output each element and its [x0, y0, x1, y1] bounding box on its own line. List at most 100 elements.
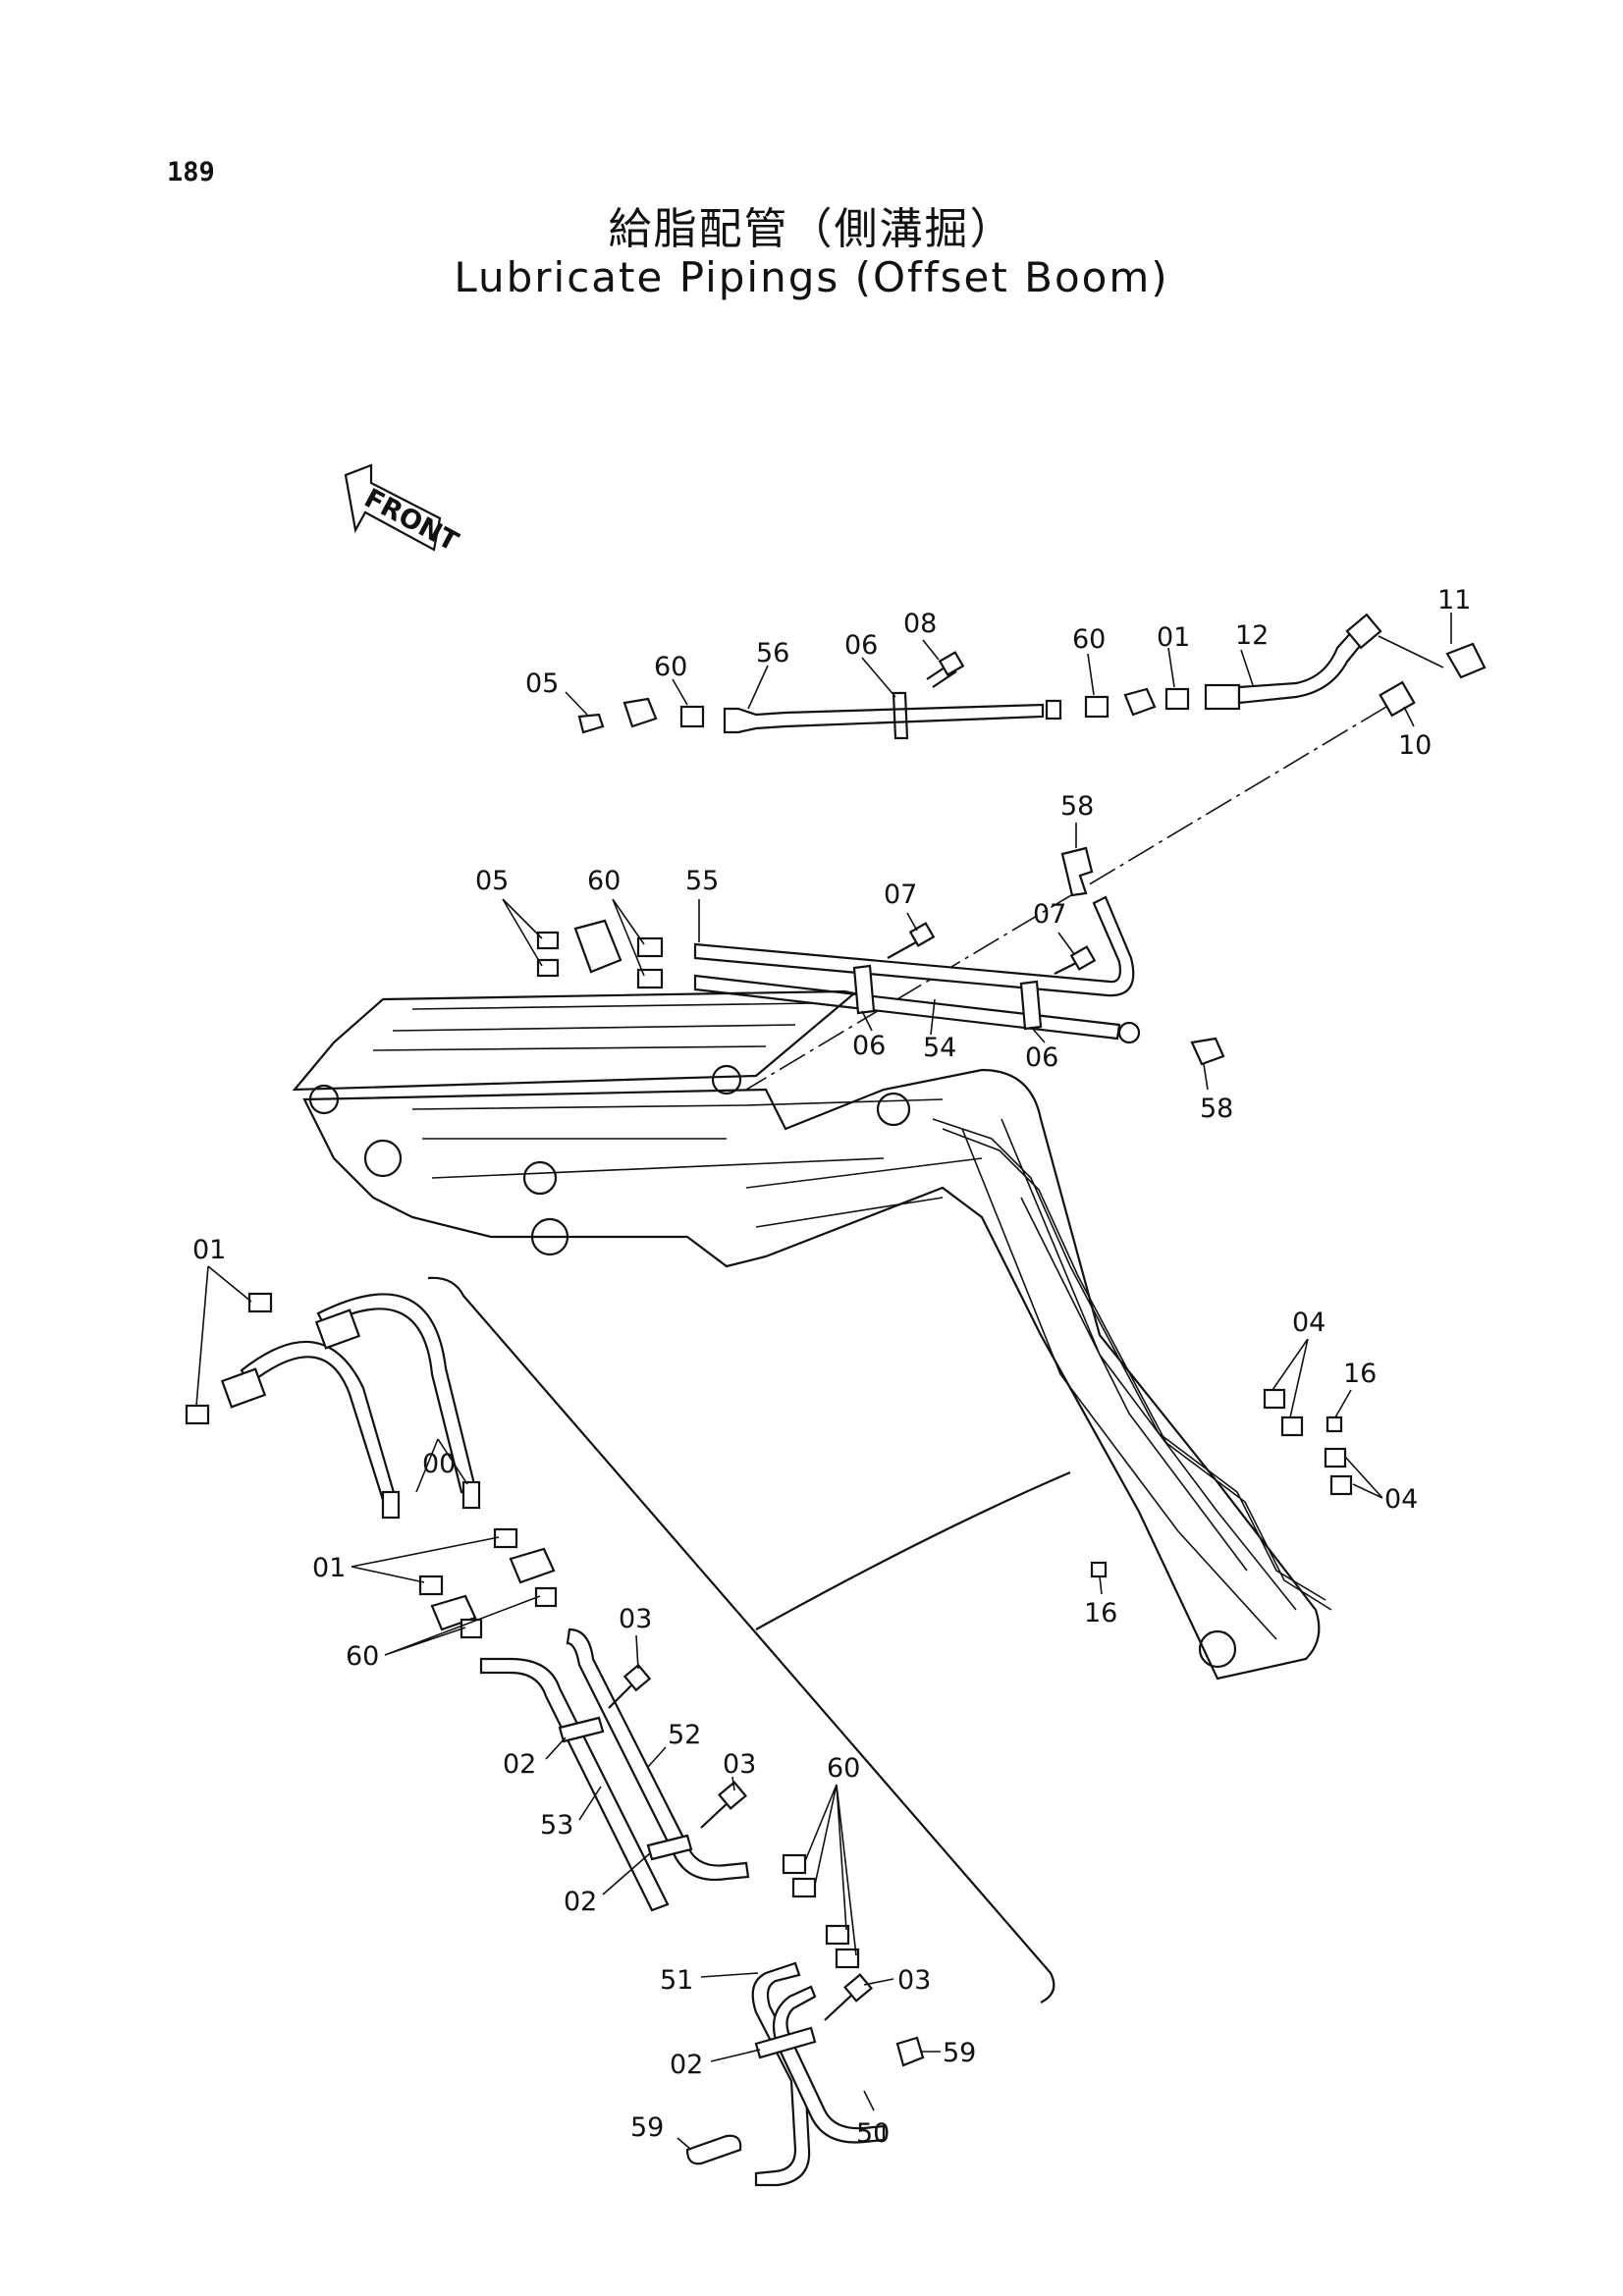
pipe-56 — [723, 703, 1045, 734]
clamp-06-mid-b — [1019, 980, 1043, 1031]
callout-arm-16b: 16 — [1084, 1598, 1117, 1629]
detail-bracket — [427, 1276, 1055, 2003]
block-mid — [573, 919, 622, 974]
callout-det-01a: 01 — [192, 1235, 226, 1265]
elbow-11 — [1445, 642, 1487, 679]
leader-lines — [195, 613, 1452, 2151]
clamp-02-c — [754, 2026, 817, 2059]
callout-top-06: 06 — [844, 630, 878, 661]
fitting-04-b — [1280, 1415, 1304, 1437]
callout-det-02c: 02 — [670, 2050, 703, 2080]
cap-59-a — [685, 2134, 742, 2165]
callout-det-50: 50 — [856, 2118, 890, 2149]
cap-59-b — [895, 2036, 925, 2067]
callout-mid-06b: 06 — [1025, 1042, 1058, 1073]
fitting-01-det-c — [418, 1575, 444, 1596]
callout-top-12: 12 — [1235, 620, 1269, 651]
page-number: 189 — [167, 157, 215, 187]
callout-det-02b: 02 — [564, 1887, 597, 1917]
callout-det-03a: 03 — [619, 1604, 652, 1634]
detail-leader — [755, 1470, 1071, 1630]
page-title-english: Lubricate Pipings (Offset Boom) — [454, 253, 1169, 301]
callout-mid-05: 05 — [475, 866, 509, 896]
fitting-04-c — [1324, 1447, 1347, 1468]
callout-det-01b: 01 — [312, 1553, 346, 1583]
callout-det-53: 53 — [540, 1810, 573, 1841]
callout-mid-58a: 58 — [1060, 791, 1094, 822]
callout-det-52: 52 — [668, 1720, 701, 1750]
nipple-60-det-f — [835, 1948, 860, 1969]
fitting-04-a — [1263, 1388, 1286, 1410]
plug-16-a — [1325, 1415, 1343, 1433]
callout-arm-04b: 04 — [1384, 1484, 1418, 1515]
callout-mid-07b: 07 — [1033, 899, 1066, 930]
callout-det-60a: 60 — [346, 1641, 379, 1672]
nipple-60-top-right — [1084, 695, 1109, 719]
elbow-58-b — [1190, 1037, 1225, 1066]
callout-det-59b: 59 — [630, 2112, 664, 2143]
nipple-60-det-e — [825, 1924, 850, 1946]
callout-top-01: 01 — [1157, 622, 1190, 653]
callout-det-03c: 03 — [897, 1965, 931, 1996]
callout-det-51: 51 — [660, 1965, 693, 1996]
fitting-05-mid-a — [536, 931, 560, 950]
front-label: FRONT — [359, 483, 463, 558]
callout-mid-60: 60 — [587, 866, 621, 896]
elbow-58-a — [1060, 846, 1094, 897]
callout-det-02a: 02 — [503, 1749, 536, 1780]
detail-assembly — [185, 1292, 925, 2187]
bolt-03-c — [824, 1992, 855, 2021]
callout-arm-04a: 04 — [1292, 1308, 1325, 1338]
fitting-05-top — [577, 713, 605, 734]
pipe-50 — [772, 1985, 886, 2144]
arm-fittings — [1090, 1388, 1353, 1578]
callout-mid-06a: 06 — [852, 1031, 886, 1061]
nipple-60-mid-a — [636, 936, 664, 958]
callout-top-60b: 60 — [1072, 624, 1106, 655]
callout-mid-54: 54 — [923, 1033, 956, 1063]
callout-mid-58b: 58 — [1200, 1094, 1233, 1124]
callout-top-11: 11 — [1437, 585, 1471, 615]
fitting-01-det-a — [247, 1292, 273, 1313]
callout-top-60a: 60 — [654, 652, 687, 682]
fitting-01-top — [1164, 687, 1190, 711]
clamp-02-a — [558, 1716, 605, 1743]
callout-det-03b: 03 — [723, 1749, 756, 1780]
block-top-left — [622, 697, 658, 728]
front-arrow-icon: FRONT — [344, 463, 463, 558]
fitting-04-d — [1329, 1474, 1353, 1496]
callout-top-10: 10 — [1398, 730, 1432, 761]
callout-top-56: 56 — [756, 638, 789, 668]
clamp-06-top — [892, 691, 909, 740]
nipple-60-top — [679, 705, 705, 728]
callout-mid-55: 55 — [685, 866, 719, 896]
hose-12-fitting — [1204, 683, 1241, 711]
nipple-60-mid-b — [636, 968, 664, 989]
pipe-55 — [693, 895, 1135, 997]
pipe-52 — [566, 1628, 750, 1881]
bolt-03-b — [700, 1799, 731, 1829]
fitting-05-mid-b — [536, 958, 560, 978]
callout-det-59a: 59 — [943, 2038, 976, 2068]
block-top-right — [1123, 687, 1157, 717]
nipple-60-det-c — [782, 1853, 807, 1875]
callout-det-60b: 60 — [827, 1753, 860, 1784]
callout-arm-16a: 16 — [1343, 1359, 1377, 1389]
hose-00-a — [316, 1293, 477, 1494]
callout-top-05: 05 — [525, 668, 559, 699]
pipe-51 — [751, 1961, 811, 2187]
page-title-japanese: 給脂配管（側溝掘） — [608, 204, 1015, 254]
fitting-01-det-b — [185, 1404, 210, 1425]
callout-top-08: 08 — [903, 609, 937, 639]
adapter-10 — [1379, 680, 1416, 718]
nipple-60-det-d — [791, 1877, 817, 1898]
pipe-53 — [479, 1657, 670, 1912]
callout-det-00: 00 — [422, 1449, 456, 1479]
boom-body — [292, 989, 1332, 1681]
fitting-01-det-d — [493, 1527, 518, 1549]
hose-00-b — [240, 1340, 397, 1502]
top-pipe-assembly — [577, 613, 1487, 740]
clamp-06-mid-a — [852, 964, 876, 1015]
callout-labels: 05 60 56 06 08 60 01 12 11 10 58 05 60 5… — [192, 585, 1471, 2149]
